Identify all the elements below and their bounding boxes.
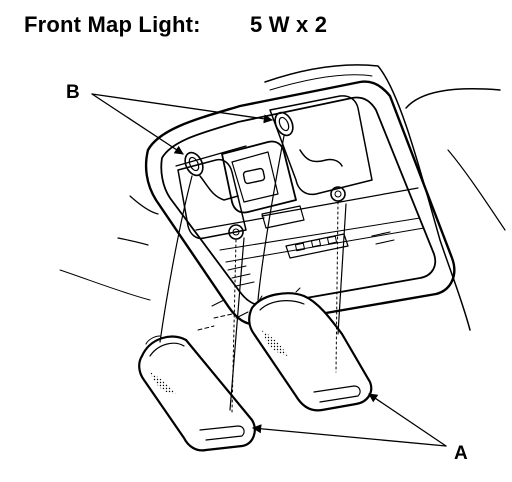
title-label: Front Map Light:: [24, 12, 201, 37]
lens-cover-right: [248, 287, 373, 412]
lens-cover-left: [138, 335, 256, 452]
headliner-outline: [59, 64, 506, 331]
callout-a: A: [252, 393, 468, 464]
title-wattage: 5 W x 2: [250, 12, 328, 37]
callout-b-label: B: [66, 82, 80, 103]
callout-b: B: [66, 82, 273, 155]
overhead-console: [144, 80, 456, 326]
callout-a-label: A: [454, 443, 468, 464]
alignment-lines: [159, 135, 347, 413]
